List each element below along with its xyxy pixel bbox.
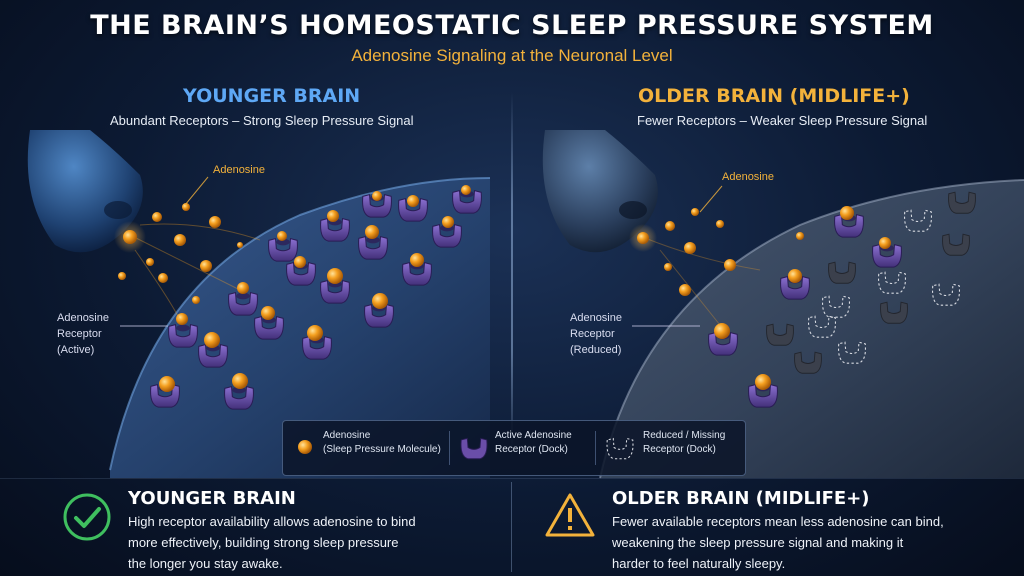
bottom-left-text: High receptor availability allows adenos…	[128, 514, 416, 571]
right-receptor-label: Adenosine Receptor (Reduced)	[570, 312, 622, 356]
right-bound-adenosine	[714, 206, 891, 390]
legend-missing-receptor: Reduced / Missing Receptor (Dock)	[643, 430, 726, 455]
legend-active-receptor: Active Adenosine Receptor (Dock)	[495, 430, 572, 455]
right-panel-heading: OLDER BRAIN (MIDLIFE+)	[638, 85, 910, 107]
left-membrane-surface	[110, 178, 490, 478]
left-presynaptic-neuron	[27, 130, 143, 253]
right-panel-subheading: Fewer Receptors – Weaker Sleep Pressure …	[637, 113, 928, 128]
bottom-divider	[511, 482, 512, 572]
legend-separator	[595, 431, 596, 465]
panel-divider	[511, 92, 513, 462]
bottom-right-text: Fewer available receptors mean less aden…	[612, 514, 944, 571]
right-adenosine-label: Adenosine	[722, 171, 774, 183]
missing-receptor-icon	[606, 437, 634, 460]
legend-separator	[449, 431, 450, 465]
page-title: THE BRAIN’S HOMEOSTATIC SLEEP PRESSURE S…	[90, 10, 934, 41]
left-receptor-label: Adenosine Receptor (Active)	[57, 312, 109, 356]
bottom-right-heading: OLDER BRAIN (MIDLIFE+)	[612, 488, 870, 509]
left-free-adenosine	[114, 203, 261, 321]
left-panel-subheading: Abundant Receptors – Strong Sleep Pressu…	[110, 113, 414, 128]
left-bound-adenosine	[159, 185, 471, 392]
right-presynaptic-neuron	[542, 130, 658, 253]
right-free-adenosine	[629, 208, 804, 326]
legend-box: Adenosine (Sleep Pressure Molecule) Acti…	[282, 420, 746, 476]
bottom-section-rule	[0, 478, 1024, 479]
left-panel-heading: YOUNGER BRAIN	[183, 85, 361, 107]
bottom-left-heading: YOUNGER BRAIN	[128, 488, 296, 509]
legend-adenosine: Adenosine (Sleep Pressure Molecule)	[323, 430, 441, 455]
active-receptor-icon	[460, 437, 488, 460]
left-adenosine-label: Adenosine	[213, 164, 265, 176]
adenosine-molecule-icon	[298, 440, 312, 454]
check-circle-icon	[63, 493, 111, 541]
right-membrane-surface	[600, 180, 1024, 478]
warning-triangle-icon	[545, 493, 595, 537]
page-subtitle: Adenosine Signaling at the Neuronal Leve…	[351, 46, 673, 65]
